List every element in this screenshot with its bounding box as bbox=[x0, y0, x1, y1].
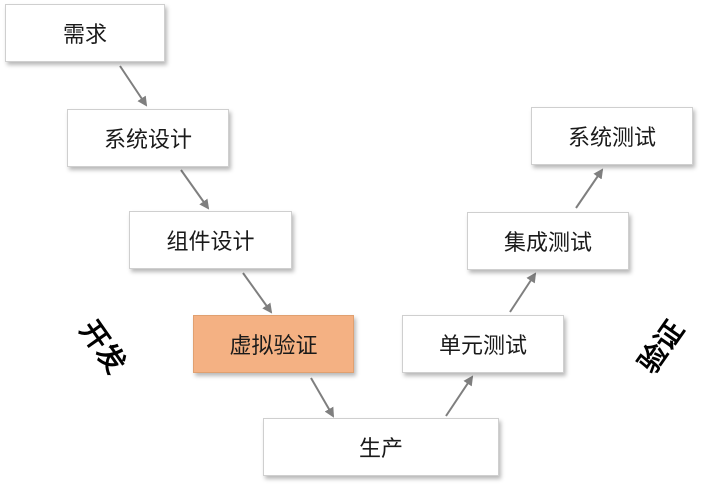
arrow-component-design-to-virtual-verification bbox=[242, 272, 273, 314]
node-integration-test: 集成测试 bbox=[467, 212, 629, 270]
node-virtual-verification-label: 虚拟验证 bbox=[229, 334, 318, 359]
node-component-design-label: 组件设计 bbox=[166, 230, 255, 255]
node-unit-test: 单元测试 bbox=[402, 315, 564, 373]
node-system-test-label: 系统测试 bbox=[567, 126, 656, 151]
node-unit-test-label: 单元测试 bbox=[438, 334, 527, 359]
arrow-system-design-to-component-design bbox=[180, 169, 210, 210]
node-system-design: 系统设计 bbox=[67, 109, 229, 167]
node-integration-test-label: 集成测试 bbox=[503, 231, 592, 256]
node-virtual-verification: 虚拟验证 bbox=[193, 315, 354, 373]
node-component-design: 组件设计 bbox=[129, 211, 292, 269]
node-requirements: 需求 bbox=[5, 4, 165, 62]
node-system-design-label: 系统设计 bbox=[103, 128, 192, 153]
arrow-virtual-verification-to-production bbox=[310, 377, 335, 418]
arrow-integration-test-to-system-test bbox=[575, 168, 604, 209]
node-production-label: 生产 bbox=[358, 437, 403, 462]
node-production: 生产 bbox=[263, 418, 499, 476]
node-requirements-label: 需求 bbox=[62, 23, 107, 48]
arrow-requirements-to-system-design bbox=[119, 65, 148, 107]
arrow-unit-test-to-integration-test bbox=[509, 272, 537, 313]
arrow-production-to-unit-test bbox=[445, 375, 474, 417]
node-system-test: 系统测试 bbox=[531, 107, 693, 165]
